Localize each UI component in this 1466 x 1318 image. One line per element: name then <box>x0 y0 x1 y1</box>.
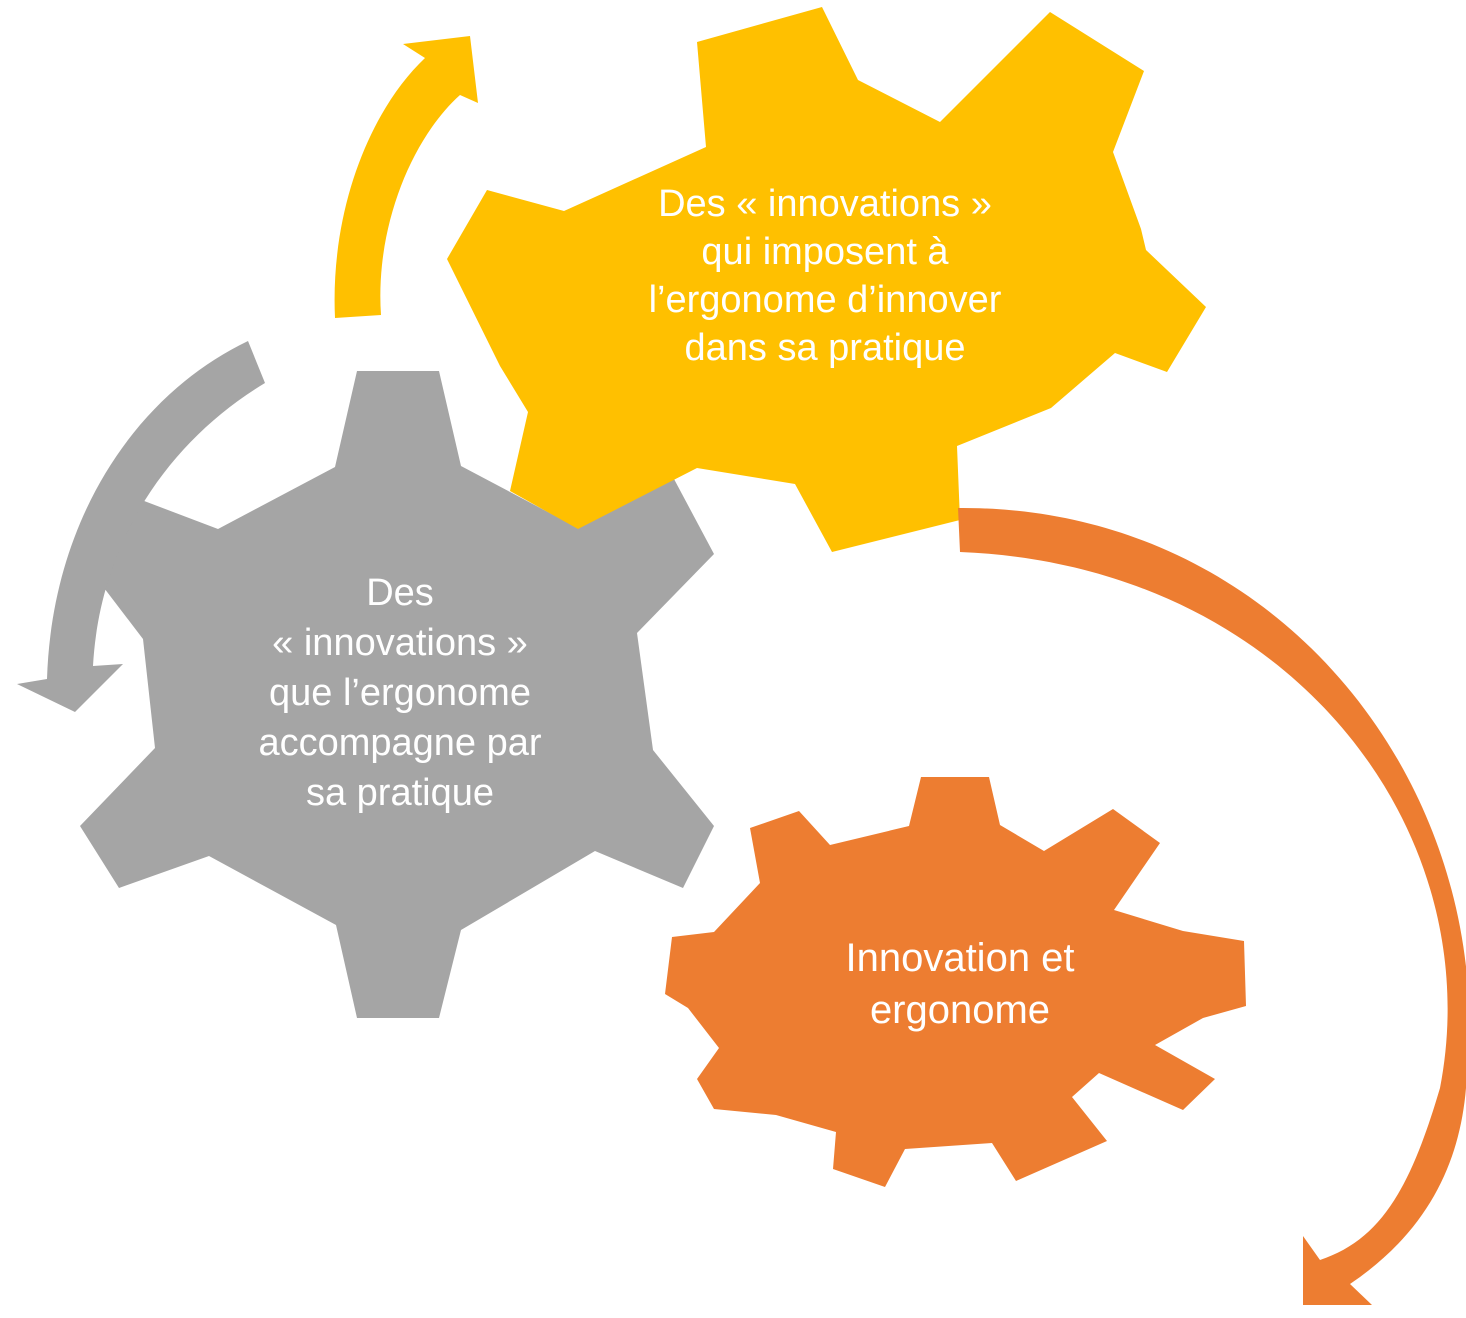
orange-arrow <box>958 507 1466 1305</box>
gray-gear-line-2: « innovations » <box>272 622 528 664</box>
orange-gear <box>665 777 1246 1187</box>
gray-arrow <box>17 341 265 712</box>
yellow-arrow <box>334 36 478 318</box>
orange-gear-line-1: Innovation et <box>845 936 1075 980</box>
gray-gear-label: Des « innovations » que l’ergonome accom… <box>210 568 590 818</box>
orange-gear-line-2: ergonome <box>869 988 1051 1032</box>
yellow-gear <box>447 7 1206 552</box>
gray-gear-line-4: accompagne par <box>258 722 542 764</box>
gray-gear-line-5: sa pratique <box>305 772 494 814</box>
yellow-gear-line-1: Des « innovations » <box>658 183 992 225</box>
yellow-gear-line-4: dans sa pratique <box>684 327 966 369</box>
gray-gear-line-3: que l’ergonome <box>269 672 531 714</box>
yellow-gear-line-3: l’ergonome d’innover <box>648 279 1002 321</box>
yellow-gear-label: Des « innovations » qui imposent à l’erg… <box>600 180 1050 372</box>
gray-gear-line-1: Des <box>366 572 434 614</box>
yellow-gear-line-2: qui imposent à <box>701 231 949 273</box>
orange-gear-label: Innovation et ergonome <box>760 932 1160 1036</box>
gray-gear <box>80 371 714 1018</box>
